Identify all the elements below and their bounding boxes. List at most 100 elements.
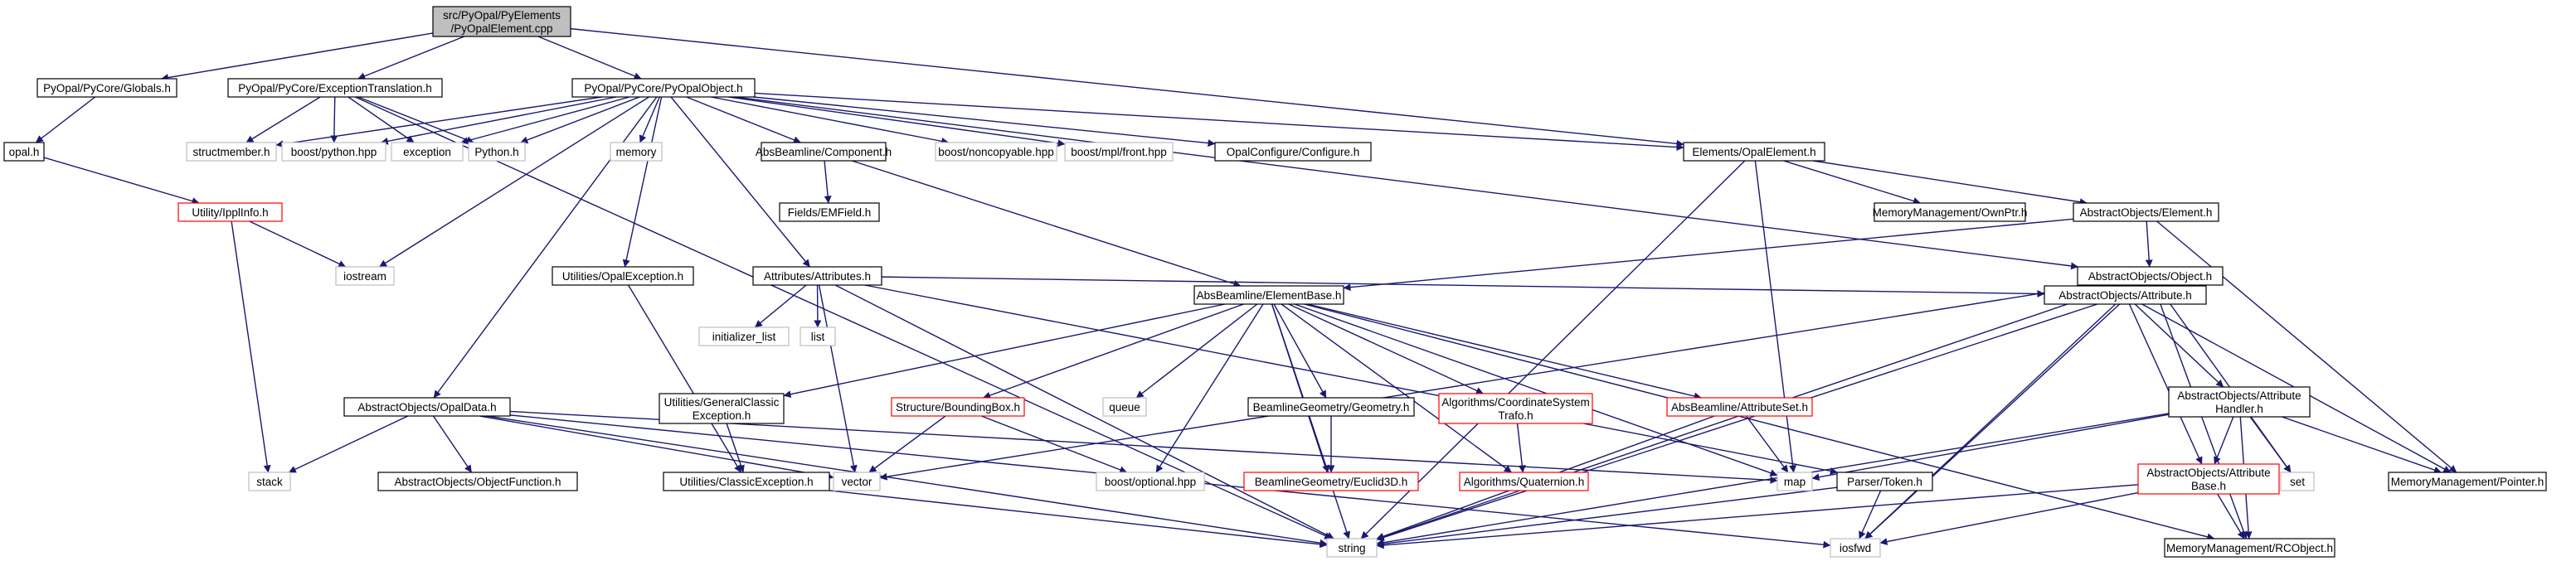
node-boostpython: boost/python.hpp [281, 142, 386, 162]
node-box [761, 142, 887, 162]
node-box [1102, 397, 1147, 417]
node-label: Algorithms/CoordinateSystem [1441, 396, 1590, 409]
edge-attribute-to-attrhandler [2134, 303, 2224, 388]
node-label: opal.h [9, 146, 40, 158]
node-box [1666, 397, 1813, 417]
node-label: map [1784, 476, 1806, 488]
node-component[interactable]: AbsBeamline/Component.h [756, 142, 892, 162]
node-label: Utility/IpplInfo.h [192, 206, 268, 219]
node-label: boost/mpl/front.hpp [1071, 146, 1167, 158]
edge-attrhandler-to-pointer [2282, 416, 2442, 474]
edge-attributes-to-string [834, 284, 1334, 539]
node-box [2073, 202, 2219, 222]
node-label: Base.h [2191, 480, 2226, 492]
node-opalexc[interactable]: Utilities/OpalException.h [552, 266, 694, 286]
node-label: Structure/BoundingBox.h [896, 401, 1020, 414]
node-quaternion[interactable]: Algorithms/Quaternion.h [1459, 472, 1589, 491]
node-tokenh[interactable]: Parser/Token.h [1836, 472, 1933, 491]
edge-elembase-to-coordtrafo [1288, 303, 1484, 394]
node-box [391, 142, 464, 162]
node-ipplinfo[interactable]: Utility/IpplInfo.h [177, 202, 283, 222]
edge-root-to-exctrans [357, 36, 465, 80]
node-bbox[interactable]: Structure/BoundingBox.h [891, 397, 1025, 417]
node-label: stack [256, 476, 283, 488]
edge-coordtrafo-to-quaternion [1516, 423, 1526, 473]
edge-attributes-to-vector [818, 284, 858, 473]
edge-opalelem-to-map [1754, 160, 1797, 473]
node-box [377, 472, 578, 491]
edge-tokenh-to-string [1376, 486, 1838, 548]
edge-pyopalobj-to-exception [460, 96, 630, 145]
node-euclid[interactable]: BeamlineGeometry/Euclid3D.h [1243, 472, 1419, 491]
node-geometry[interactable]: BeamlineGeometry/Geometry.h [1247, 397, 1415, 417]
node-attributes[interactable]: Attributes/Attributes.h [752, 266, 882, 286]
node-configure[interactable]: OpalConfigure/Configure.h [1214, 142, 1372, 162]
node-label: BeamlineGeometry/Geometry.h [1253, 401, 1410, 414]
node-box [752, 266, 882, 286]
node-label: Fields/EMField.h [788, 206, 872, 219]
node-box [1776, 472, 1813, 491]
node-string: string [1326, 538, 1378, 558]
node-objfunc[interactable]: AbstractObjects/ObjectFunction.h [377, 472, 578, 491]
node-memory: memory [610, 142, 663, 162]
node-box [343, 397, 511, 417]
edge-opalelem-to-ownptr [1783, 160, 1921, 205]
node-label: Exception.h [693, 409, 751, 422]
edge-exctrans-to-pythonh [357, 96, 474, 144]
node-classicexc[interactable]: Utilities/ClassicException.h [663, 472, 830, 491]
node-emfield[interactable]: Fields/EMField.h [779, 202, 880, 222]
node-elembase[interactable]: AbsBeamline/ElementBase.h [1193, 285, 1344, 305]
node-label: exception [403, 146, 451, 158]
edge-elembase-to-genclassic [783, 303, 1226, 399]
node-box [227, 78, 443, 98]
edge-opalexc-to-classicexc [628, 284, 741, 473]
node-pointer[interactable]: MemoryManagement/Pointer.h [2388, 472, 2547, 491]
node-pyopalobj[interactable]: PyOpal/PyCore/PyOpalObject.h [571, 78, 756, 98]
edge-elembase-to-rcobject [1304, 303, 2215, 541]
node-label: list [811, 331, 825, 343]
node-box [571, 78, 756, 98]
node-attrset[interactable]: AbsBeamline/AttributeSet.h [1666, 397, 1813, 417]
node-label: AbstractObjects/ObjectFunction.h [394, 476, 561, 488]
node-label: MemoryManagement/RCObject.h [2166, 542, 2333, 554]
node-box [1438, 393, 1593, 424]
edge-root-to-opalelem [570, 27, 1684, 148]
edge-attrbase-to-iosfwd [1879, 491, 2139, 545]
node-box [177, 202, 283, 222]
node-label: PyOpal/PyCore/ExceptionTranslation.h [238, 82, 432, 94]
node-root[interactable]: src/PyOpal/PyElements/PyOpalElement.cpp [432, 6, 571, 37]
node-opalh[interactable]: opal.h [3, 142, 45, 162]
node-box [1243, 472, 1419, 491]
node-initlist: initializer_list [698, 327, 790, 346]
node-opaldata[interactable]: AbstractObjects/OpalData.h [343, 397, 511, 417]
node-exctrans[interactable]: PyOpal/PyCore/ExceptionTranslation.h [227, 78, 443, 98]
edge-attrhandler-to-map [1811, 414, 2170, 481]
edge-object-to-vector [879, 284, 2093, 481]
node-rcobject[interactable]: MemoryManagement/RCObject.h [2164, 538, 2335, 558]
edge-ipplinfo-to-iostream [249, 220, 347, 268]
node-box [2168, 386, 2311, 418]
node-box [3, 142, 45, 162]
edge-elembase-to-queue [1135, 303, 1258, 399]
node-object[interactable]: AbstractObjects/Object.h [2077, 266, 2224, 286]
node-label: AbstractObjects/Element.h [2080, 206, 2213, 219]
node-box [2388, 472, 2547, 491]
node-label: PyOpal/PyCore/PyOpalObject.h [584, 82, 742, 94]
node-element[interactable]: AbstractObjects/Element.h [2073, 202, 2219, 222]
edge-object-to-iosfwd [1864, 284, 2141, 539]
node-opalelem[interactable]: Elements/OpalElement.h [1683, 142, 1825, 162]
node-label: AbstractObjects/Attribute.h [2058, 289, 2192, 302]
node-label: AbsBeamline/Component.h [756, 146, 892, 158]
node-pythonh: Python.h [468, 142, 526, 162]
node-box [610, 142, 663, 162]
node-box [432, 6, 571, 37]
node-globals[interactable]: PyOpal/PyCore/Globals.h [36, 78, 177, 98]
node-ownptr[interactable]: MemoryManagement/OwnPtr.h [1873, 202, 2028, 222]
node-label: memory [616, 146, 657, 158]
node-attribute[interactable]: AbstractObjects/Attribute.h [2044, 285, 2207, 305]
edge-exctrans-to-exception [348, 96, 415, 143]
